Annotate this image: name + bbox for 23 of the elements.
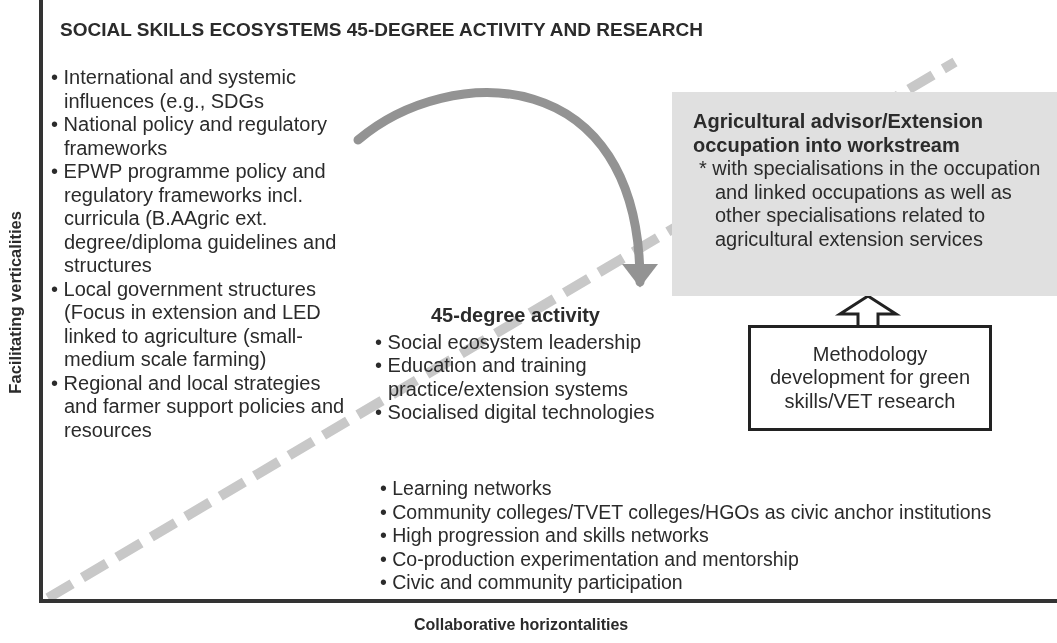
list-item: • Community colleges/TVET colleges/HGOs as civic anchor institutions — [380, 500, 993, 524]
list-item: • Learning networks — [380, 477, 553, 501]
list-item: • National policy and regulatory frameworks — [51, 113, 329, 160]
list-item: • High progression and skills networks — [380, 524, 710, 548]
list-item: • Co-production experimentation and mentorship — [380, 547, 800, 571]
group-heading: 45-degree activity — [430, 304, 601, 328]
list-item: • Socialised digital technologies — [375, 401, 656, 425]
box-note: * with specialisations in the occupation and linked occupations as well as other specialisations related to agricultural extension services — [698, 157, 1042, 251]
list-item: • Civic and community participation — [380, 571, 684, 595]
box-heading: Agricultural advisor/Extension occupation into workstream — [693, 110, 985, 157]
list-item: • Regional and local strategies and farmer support policies and resources — [51, 371, 346, 442]
axis-label: Collaborative horizontalities — [414, 615, 629, 635]
list-item: • Local government structures (Focus in extension and LED linked to agriculture (small-medium scale farming) — [51, 277, 322, 372]
block-arrow — [834, 294, 902, 327]
diagram-title: SOCIAL SKILLS ECOSYSTEMS 45-DEGREE ACTIVITY AND RESEARCH — [60, 18, 703, 42]
axis-label: Facilitating verticalities — [4, 210, 25, 396]
occupation-box — [672, 92, 1057, 296]
list-item: • EPWP programme policy and regulatory frameworks incl. curricula (B.AAgric ext. degree/diploma guidelines and structures — [51, 160, 338, 278]
list-item: • Social ecosystem leadership — [375, 330, 642, 354]
methodology-box: Methodology development for green skills/VET research — [748, 325, 992, 431]
curved-arrow — [353, 88, 657, 288]
list-item: • Education and training practice/extension systems — [375, 354, 630, 401]
list-item: • International and systemic influences (e.g., SDGs — [51, 66, 297, 113]
